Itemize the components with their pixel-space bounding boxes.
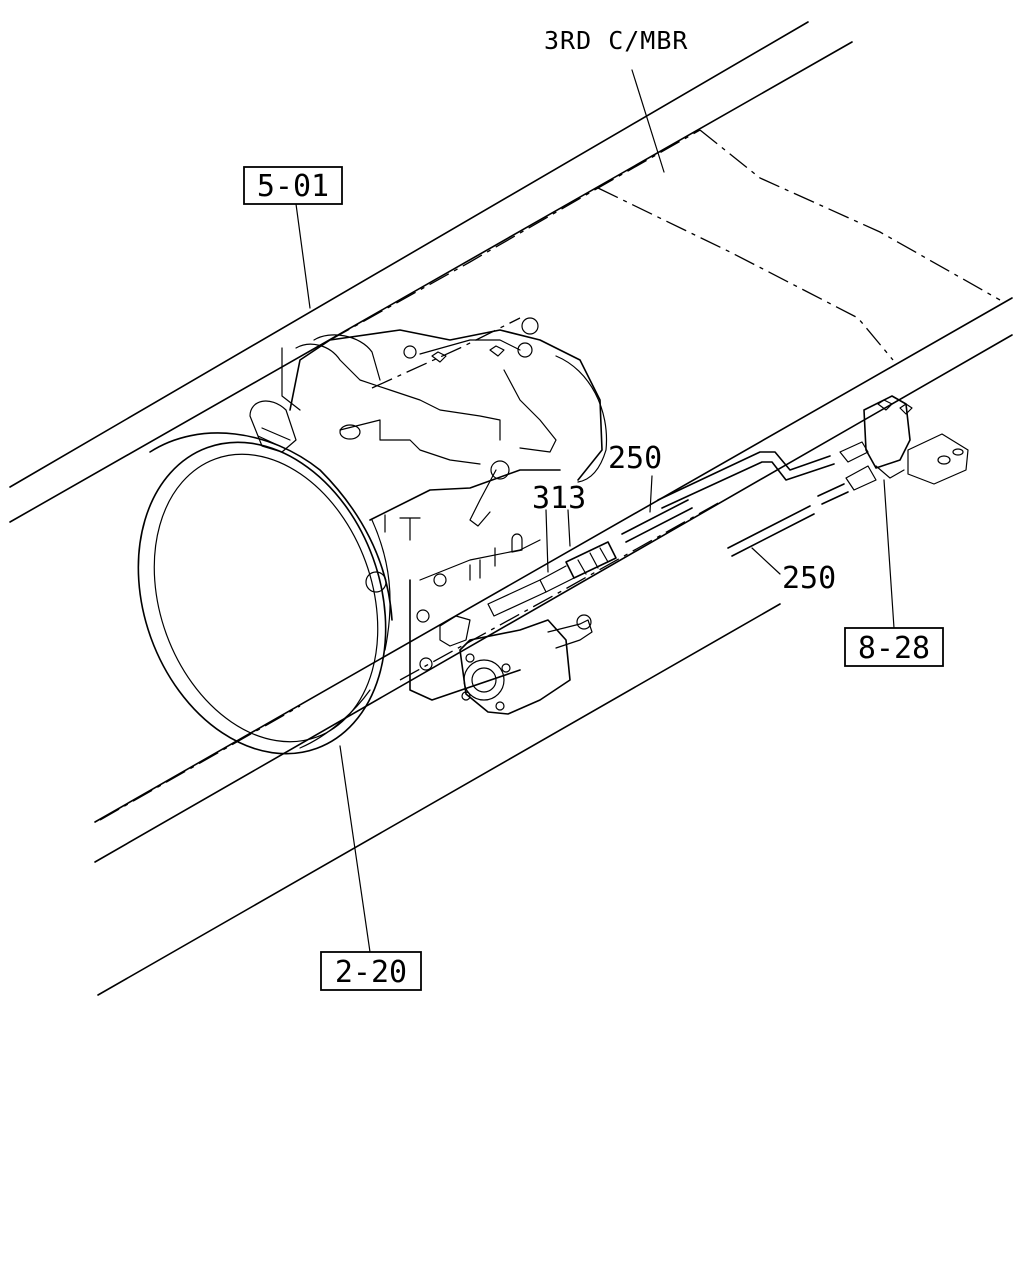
ref-box-2-20[interactable]: 2-20	[320, 951, 422, 991]
valve-assembly	[839, 395, 969, 491]
part-250-hoses	[621, 451, 849, 557]
phantom-outline	[99, 129, 1001, 821]
ref-2-20-text: 2-20	[335, 955, 407, 990]
frame-rails	[9, 21, 1013, 996]
part-250-lower-label[interactable]: 250	[782, 561, 836, 596]
clutch-housing	[137, 432, 393, 755]
ref-box-5-01[interactable]: 5-01	[243, 166, 343, 205]
part-313-fitting	[487, 541, 617, 617]
part-313-label[interactable]: 313	[532, 481, 586, 516]
ref-8-28-text: 8-28	[858, 631, 930, 666]
ref-5-01-text: 5-01	[257, 169, 329, 204]
frame-member-label: 3RD C/MBR	[544, 26, 688, 55]
ref-box-8-28[interactable]: 8-28	[844, 627, 944, 667]
leader-lines	[295, 69, 895, 953]
pto-unit	[439, 614, 593, 715]
part-250-upper-label[interactable]: 250	[608, 441, 662, 476]
transmission-body	[249, 317, 608, 701]
